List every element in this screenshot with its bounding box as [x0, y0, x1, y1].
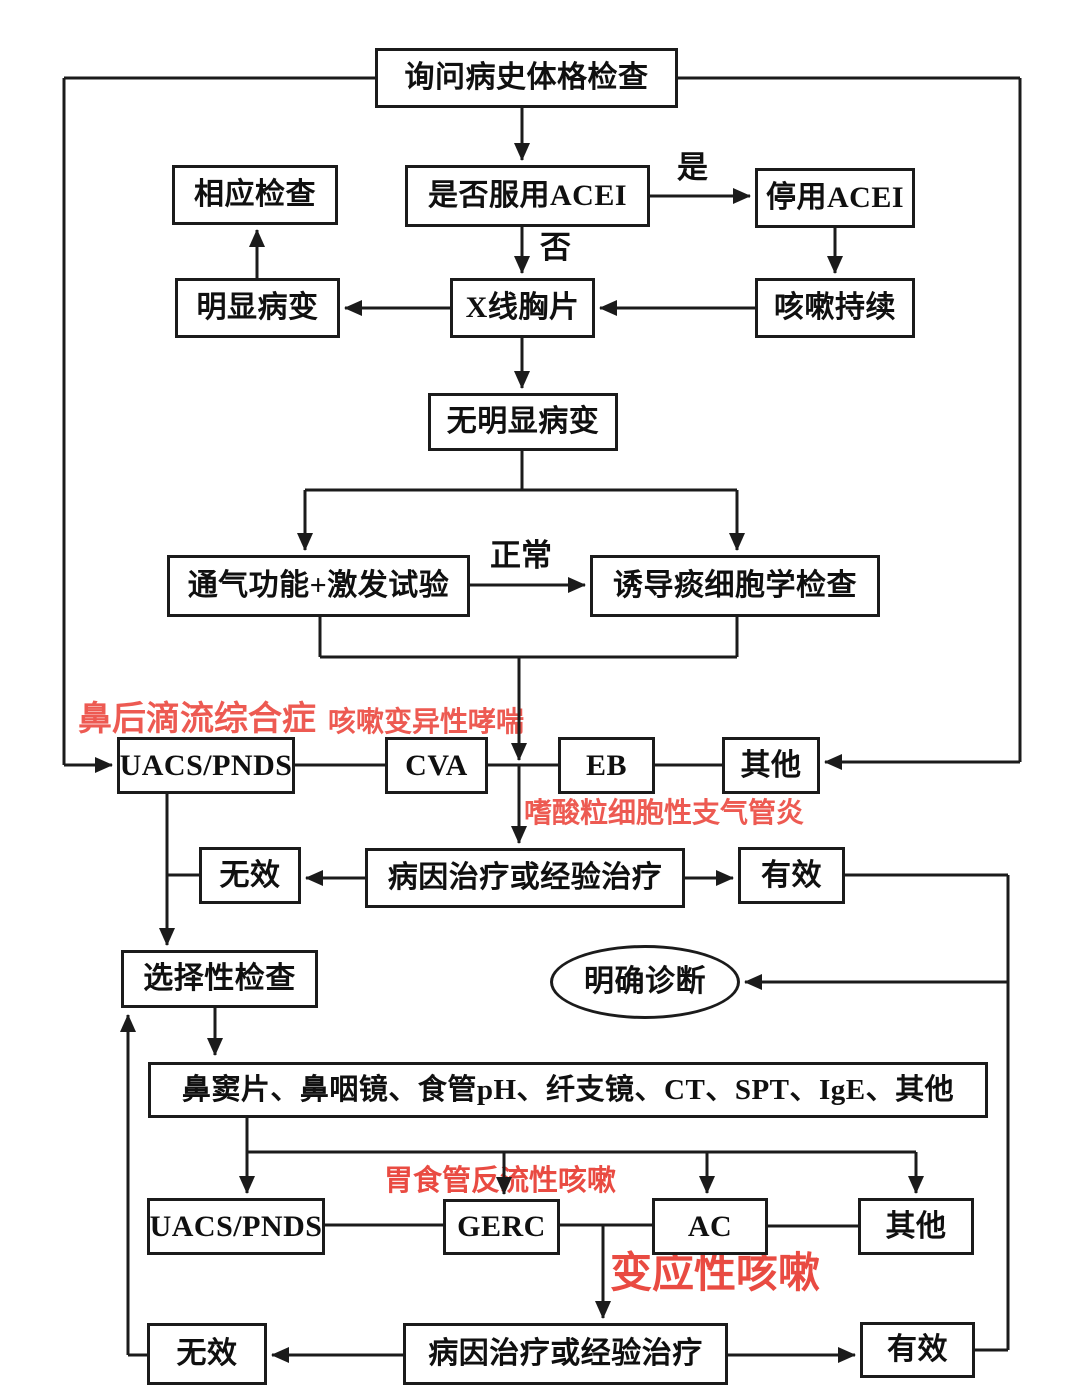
node-ac: AC — [652, 1198, 768, 1255]
annotation-gerd-cough: 胃食管反流性咳嗽 — [384, 1165, 617, 1197]
node-ventilation-test: 通气功能+激发试验 — [167, 555, 470, 617]
edge-label-yes: 是 — [677, 150, 708, 185]
node-exam-panel: 鼻窦片、鼻咽镜、食管pH、纤支镜、CT、SPT、IgE、其他 — [148, 1062, 988, 1118]
edge-label-normal: 正常 — [490, 538, 552, 573]
node-confirmed-diagnosis: 明确诊断 — [550, 945, 740, 1019]
node-cough-persists: 咳嗽持续 — [755, 278, 915, 338]
node-ineffective-2: 无效 — [147, 1323, 267, 1385]
node-obvious-lesion: 明显病变 — [175, 278, 340, 338]
node-gerc: GERC — [443, 1199, 560, 1255]
node-other-2: 其他 — [858, 1198, 974, 1255]
node-selective-exam: 选择性检查 — [121, 950, 318, 1008]
node-treatment-1: 病因治疗或经验治疗 — [365, 848, 685, 908]
node-eb: EB — [558, 737, 655, 794]
node-inquiry-history: 询问病史体格检查 — [375, 48, 678, 108]
node-other-1: 其他 — [722, 737, 820, 794]
node-chest-xray: X线胸片 — [450, 278, 595, 338]
node-related-exam: 相应检查 — [172, 165, 338, 225]
edge-label-no: 否 — [540, 230, 571, 265]
node-uacs-pnds-2: UACS/PNDS — [147, 1198, 325, 1255]
annotation-cough-variant-asthma: 咳嗽变异性哮喘 — [328, 706, 525, 737]
node-sputum-cytology: 诱导痰细胞学检查 — [590, 555, 880, 617]
annotation-postnasal-drip: 鼻后滴流综合症 — [78, 700, 316, 738]
node-no-obvious-lesion: 无明显病变 — [428, 393, 618, 451]
node-effective-2: 有效 — [860, 1322, 975, 1378]
annotation-eosinophilic-bronchitis: 嗜酸粒细胞性支气管炎 — [524, 797, 805, 828]
annotation-allergic-cough: 变应性咳嗽 — [610, 1249, 821, 1296]
node-effective-1: 有效 — [738, 847, 845, 904]
node-cva: CVA — [385, 737, 488, 794]
node-acei-question: 是否服用ACEI — [405, 165, 650, 227]
node-ineffective-1: 无效 — [199, 847, 301, 904]
node-stop-acei: 停用ACEI — [755, 168, 915, 228]
node-uacs-pnds-1: UACS/PNDS — [117, 737, 295, 794]
node-treatment-2: 病因治疗或经验治疗 — [403, 1323, 728, 1385]
